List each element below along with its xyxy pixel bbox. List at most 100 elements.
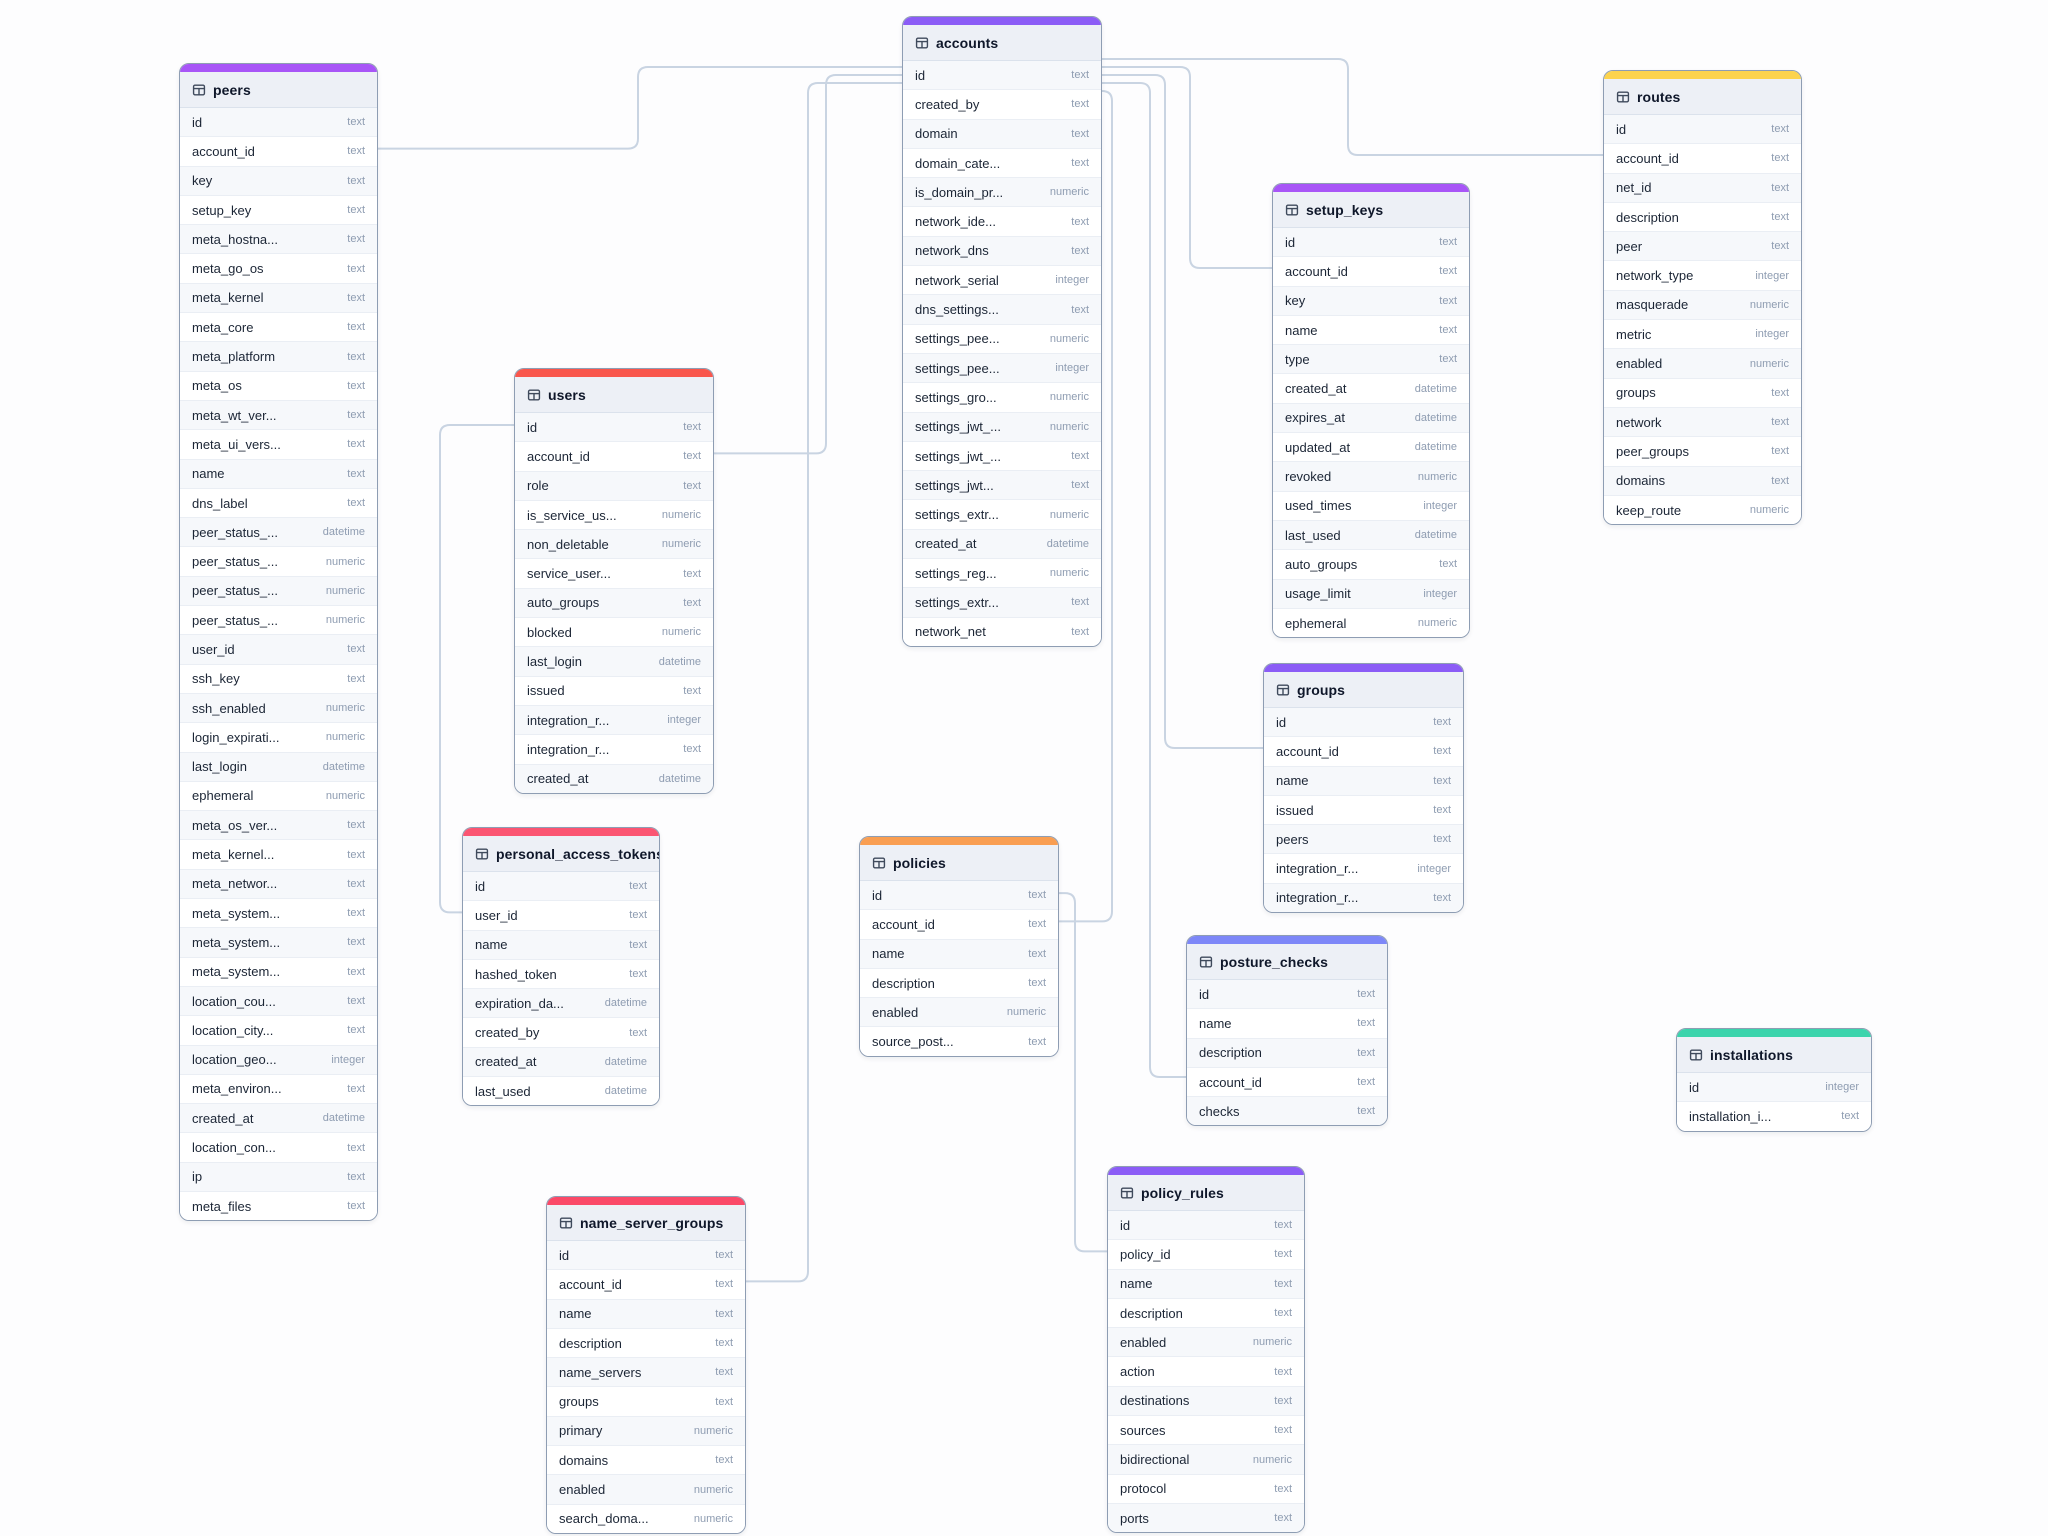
field-row[interactable]: peer_status_...numeric (180, 605, 377, 635)
relationship-connector[interactable] (375, 66, 903, 150)
field-row[interactable]: meta_system...text (180, 927, 377, 957)
field-row[interactable]: integration_r...text (515, 734, 713, 764)
field-row[interactable]: peer_status_...numeric (180, 546, 377, 576)
table-header[interactable]: policy_rules (1108, 1175, 1304, 1211)
field-row[interactable]: settings_jwt_...numeric (903, 411, 1101, 441)
field-row[interactable]: meta_ui_vers...text (180, 429, 377, 459)
field-row[interactable]: is_domain_pr...numeric (903, 177, 1101, 207)
field-row[interactable]: network_ide...text (903, 206, 1101, 236)
field-row[interactable]: location_cou...text (180, 985, 377, 1016)
table-header[interactable]: setup_keys (1273, 192, 1469, 228)
table-header[interactable]: policies (860, 845, 1058, 881)
relationship-connector[interactable] (1099, 58, 1604, 156)
field-row[interactable]: settings_gro...numeric (903, 382, 1101, 412)
field-row[interactable]: dns_settings...text (903, 294, 1101, 324)
field-row[interactable]: peer_status_...datetime (180, 517, 377, 547)
relationship-connector[interactable] (1099, 66, 1273, 269)
field-row[interactable]: settings_extr...numeric (903, 499, 1101, 529)
field-row[interactable]: login_expirati...numeric (180, 722, 377, 752)
field-row[interactable]: location_con...text (180, 1132, 377, 1162)
field-row[interactable]: integration_r...integer (515, 704, 713, 735)
field-row[interactable]: meta_hostna...text (180, 224, 377, 254)
relationship-connector[interactable] (1099, 82, 1187, 1078)
field-row[interactable]: source_post...text (860, 1026, 1058, 1056)
field-row[interactable]: meta_networ...text (180, 868, 377, 899)
relationship-connector[interactable] (439, 424, 515, 914)
field-row[interactable]: settings_reg...numeric (903, 558, 1101, 588)
field-row[interactable]: meta_wt_ver...text (180, 399, 377, 430)
relationship-connector[interactable] (1099, 74, 1264, 749)
field-row[interactable]: expiration_da...datetime (463, 988, 659, 1018)
field-row[interactable]: is_service_us...numeric (515, 499, 713, 530)
